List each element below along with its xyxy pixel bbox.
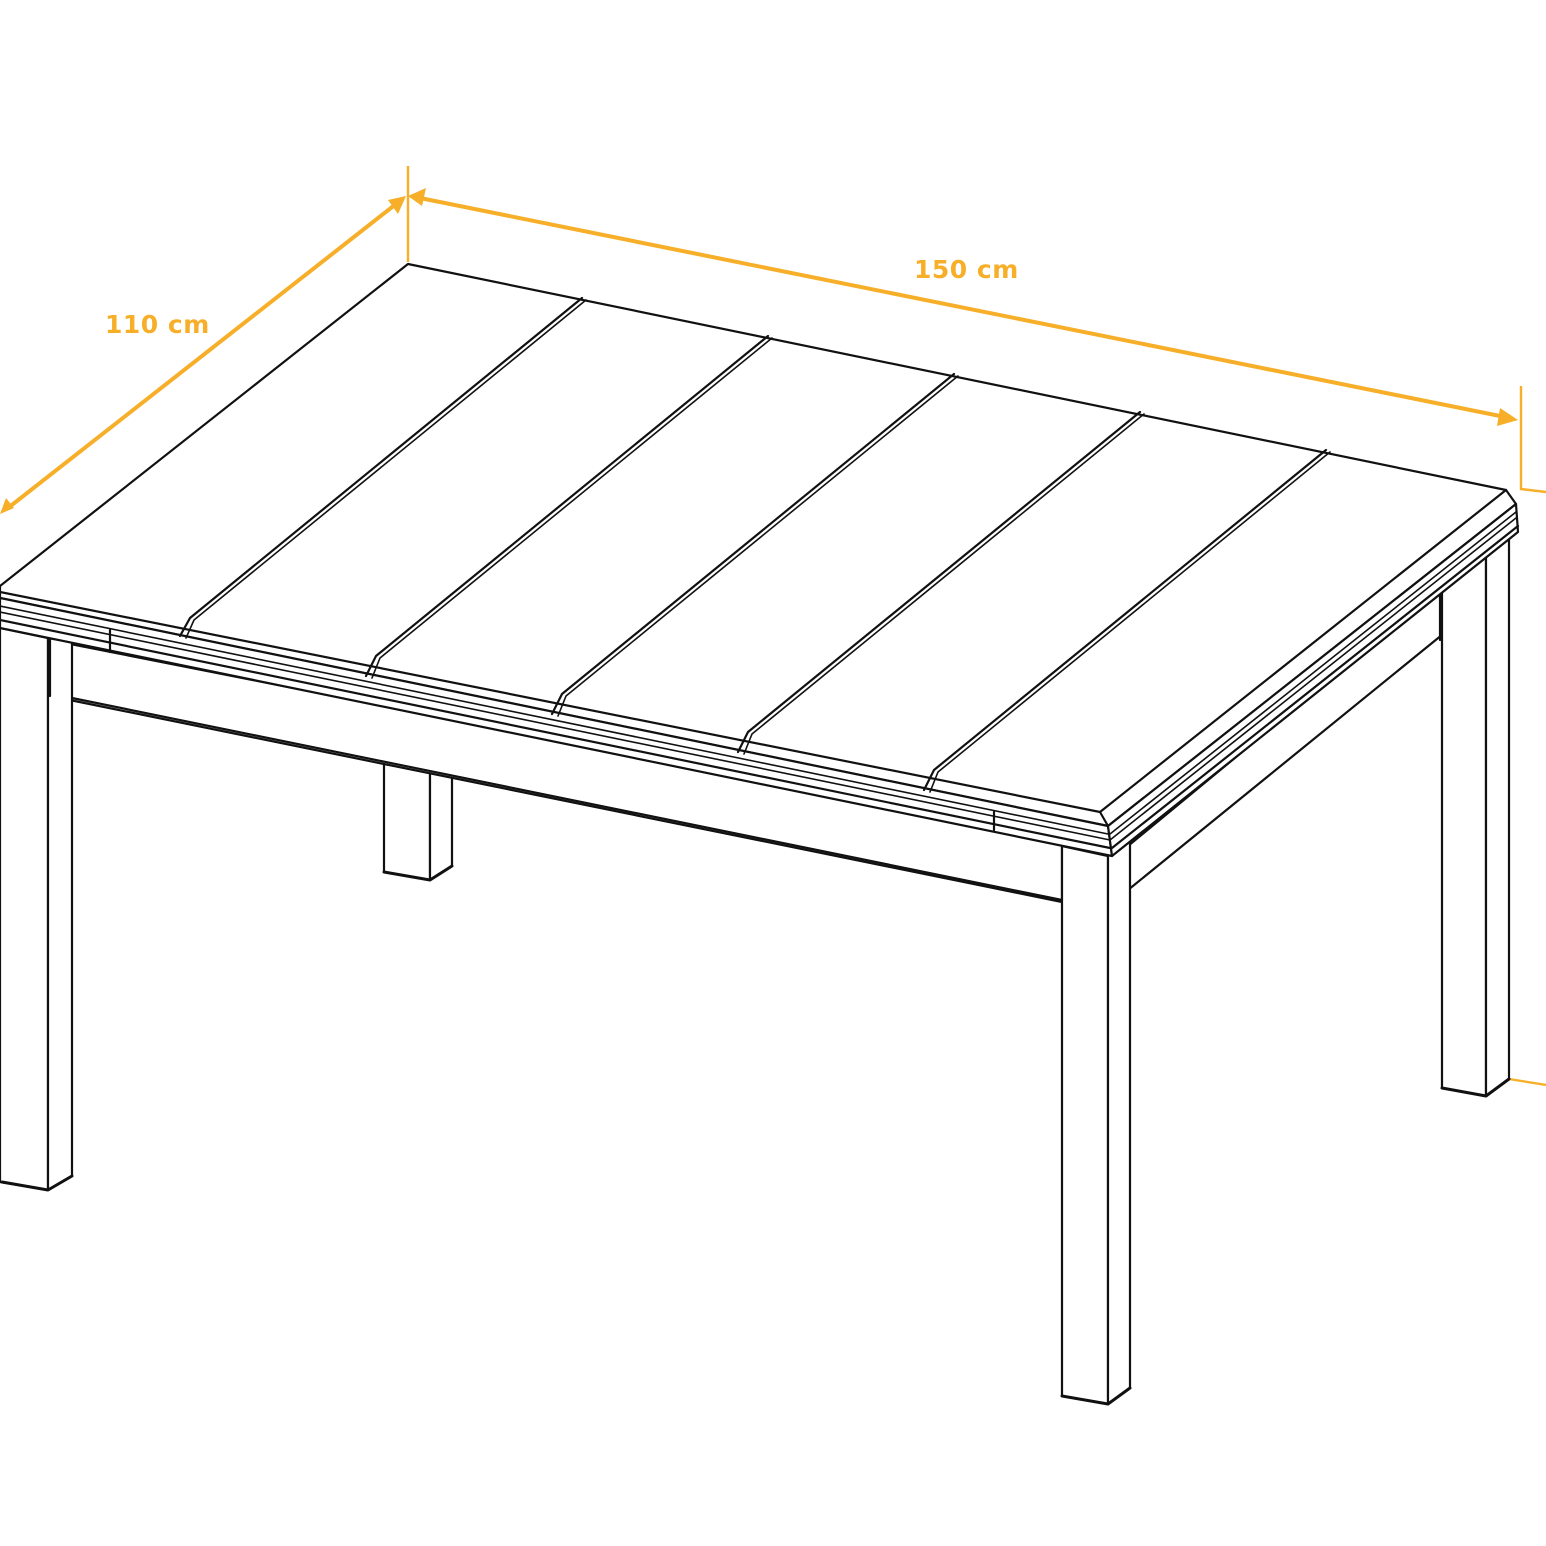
length-arrow-right-icon — [1497, 408, 1518, 426]
back-left-leg — [382, 762, 454, 882]
length-dimension-label: 150 cm — [914, 255, 1019, 284]
front-right-leg — [1060, 838, 1132, 1406]
width-dimension-label: 110 cm — [105, 310, 210, 339]
width-dimension-line — [6, 202, 398, 510]
extension-line-right — [1519, 386, 1546, 494]
front-left-leg — [0, 626, 74, 1192]
dimension-lines — [0, 166, 1546, 1087]
width-arrow-bottom-icon — [0, 498, 14, 514]
length-dimension-line — [419, 196, 1501, 418]
length-arrow-left-icon — [408, 188, 426, 206]
width-arrow-top-icon — [388, 196, 406, 214]
plank-grooves — [178, 296, 1331, 793]
table-top — [0, 262, 1520, 858]
extension-line-height — [1508, 1077, 1546, 1087]
back-right-leg — [1440, 510, 1511, 1098]
